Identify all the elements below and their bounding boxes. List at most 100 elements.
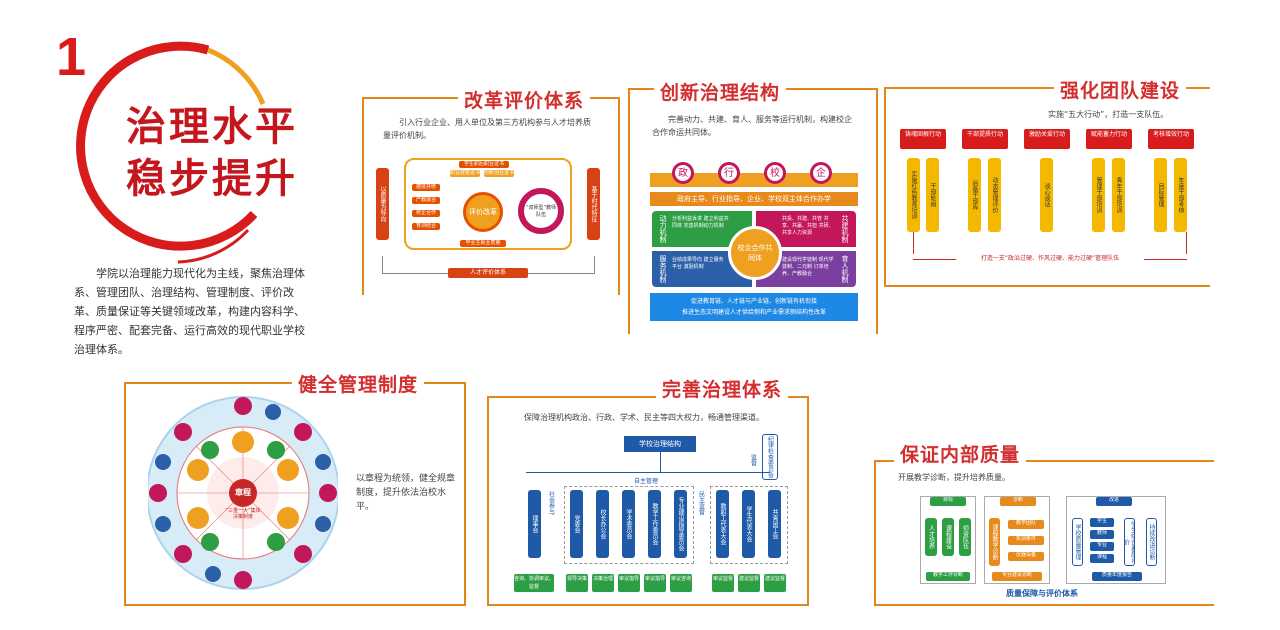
quality-col3-right: 持续改进诊断	[1146, 518, 1157, 566]
hero-title-line1: 治理水平	[126, 104, 298, 150]
quality-col1-box	[920, 496, 976, 584]
structure-q-br-title: 育人机制	[841, 255, 849, 283]
team-action-2: 干部提质行动	[962, 129, 1008, 149]
structure-q-bl-title: 服务机制	[659, 255, 667, 283]
structure-q-bl-text: 业绩成果导向 建立服务平台 激励机制	[672, 257, 724, 270]
system-inner: “三重一大”集体决策制度	[225, 508, 261, 520]
governance-side-box: 纪律检查委员会	[762, 434, 778, 480]
quality-col3-title: 改进	[1096, 497, 1132, 506]
team-action-4: 赋能蓄力行动	[1086, 129, 1132, 149]
system-frame-bottom	[124, 604, 466, 606]
quality-col1-item-2: 课程建设	[942, 518, 954, 556]
gov-col-3: 校长办公会	[596, 490, 609, 558]
hero-number: 1	[56, 27, 87, 87]
structure-desc: 完善动力、共建、育人、服务等运行机制，构建校企合作命运共同体。	[652, 115, 852, 137]
governance-democratic: 民主监督	[697, 491, 705, 515]
structure-circle-ent: 企	[810, 162, 832, 184]
reform-left-bar: 以质量为导向	[376, 168, 389, 240]
reform-title: 改革评价体系	[458, 86, 591, 113]
team-title: 强化团队建设	[1054, 76, 1187, 103]
structure-footer-line2: 推进生态文明建设人才供给侧和产业需求侧结构性改革	[681, 309, 826, 316]
gov-col-6: 专业建设指导委员会	[674, 490, 687, 558]
reform-arrow-l	[382, 256, 383, 274]
gov-col-5: 教学工作委员会	[648, 490, 661, 558]
gov-col-8: 学生代表大会	[742, 490, 755, 558]
structure-title: 创新治理结构	[654, 78, 787, 105]
reform-arrow-b	[382, 273, 448, 274]
reform-inner-frame	[404, 158, 572, 250]
team-bar-4: 动态管理评价	[988, 158, 1001, 232]
governance-desc: 保障治理机构政治、行政、学术、民主等四大权力，畅通管理渠道。	[524, 413, 764, 422]
gov-h-line	[526, 472, 770, 473]
quality-col2-left: 课程教学诊断	[989, 518, 1000, 566]
quality-col3-item-1: 学生	[1090, 518, 1114, 527]
reform-center-circle: 评价改革	[463, 192, 503, 232]
quality-frame-bottom	[874, 604, 1214, 606]
team-line-2	[1186, 232, 1187, 254]
quality-col3-mid: 学生综合素质评价	[1124, 518, 1135, 566]
team-line-1	[913, 232, 914, 254]
team-action-3: 激励关爱行动	[1024, 129, 1070, 149]
quality-col2-title: 诊断	[1000, 497, 1036, 506]
quality-col1-foot: 教学工作诊断	[926, 572, 970, 581]
structure-circle-sch: 校	[764, 162, 786, 184]
reform-left-tag-3: 校企合作	[412, 210, 440, 217]
reform-tag-1: 职业技能证书	[450, 170, 480, 177]
quality-col2-item-1: 教学团队	[1008, 520, 1044, 529]
team-bar-6: 管理干部培训	[1092, 158, 1105, 232]
hero-paragraph: 学院以治理能力现代化为主线，聚焦治理体系、管理团队、治理结构、管理制度、评价改革…	[74, 267, 305, 356]
structure-footer-line1: 促进教育链、人才链与产业链、创新链有机衔接	[690, 298, 817, 305]
gov-v-line	[660, 452, 661, 472]
reform-desc: 引入行业企业、用人单位及第三方机构参与人才培养质量评价机制。	[383, 118, 591, 140]
structure-circle-gov: 政	[672, 162, 694, 184]
quality-col2-box	[984, 496, 1050, 584]
reform-arrow-r	[594, 256, 595, 274]
reform-right-bar: 基于时代特征	[587, 168, 600, 240]
gov-result-7: 审议监督	[712, 574, 734, 592]
team-frame	[884, 87, 1210, 287]
team-action-5: 考核增效行动	[1148, 129, 1194, 149]
structure-banner: 政府主导、行业指导、企业、学校双主体合作办学	[650, 192, 858, 206]
quality-frame	[874, 460, 1214, 606]
gov-result-9: 建议监督	[764, 574, 786, 592]
quality-col3-item-2: 教师	[1090, 530, 1114, 539]
governance-social: 社会参与	[547, 491, 555, 515]
system-desc: 以章程为统领，健全规章制度，提升依法治校水平。	[356, 474, 456, 512]
team-bar-9: 年度干部考核	[1174, 158, 1187, 232]
hero-title-line2: 稳步提升	[126, 156, 298, 202]
reform-left-tag-1: 德技并修	[412, 184, 440, 191]
gov-col-9: 共青团工会	[768, 490, 781, 558]
system-title: 健全管理制度	[292, 370, 425, 397]
quality-col2-item-2: 实训条件	[1008, 536, 1044, 545]
gov-result-4: 审议指导	[618, 574, 640, 592]
governance-frame-bottom	[487, 604, 809, 606]
gov-result-1: 咨询、协调审议、监督	[514, 574, 554, 592]
structure-circle-ind: 行	[718, 162, 740, 184]
team-bar-1: 实施红色教育培训	[907, 158, 920, 232]
governance-top: 学校治理结构	[624, 436, 696, 452]
reform-top-tag: 学生职后职业证书	[459, 161, 509, 168]
team-action-1: 铸魂固根行动	[900, 129, 946, 149]
governance-frame	[487, 396, 809, 606]
governance-self-manage: 自主管理	[634, 478, 659, 485]
structure-q-br-text: 建设现代学徒制 现代学徒制、二元制 订单培养、产教融合	[782, 257, 834, 277]
structure-q-tr-text: 共投、共建、共管 共享、共赢、共担 共研、共享人力资源	[782, 216, 834, 236]
quality-col3-item-3: 专业	[1090, 542, 1114, 551]
quality-col1-title: 目标	[930, 497, 966, 506]
structure-q-tr-title: 共建机制	[841, 215, 849, 243]
gov-result-6: 审议咨询	[670, 574, 692, 592]
quality-col1-item-3: 师资队伍	[959, 518, 971, 556]
structure-circles-bg	[650, 173, 858, 187]
team-footer: 打造一支“政治过硬、作风过硬、能力过硬”管理队伍	[956, 253, 1144, 265]
reform-bottom-label: 人才评价体系	[448, 268, 528, 278]
gov-col-2: 党委会	[570, 490, 583, 558]
gov-dash-1	[564, 486, 694, 564]
governance-supervise: 监督	[749, 454, 757, 466]
team-bar-2: 干部轮岗	[926, 158, 939, 232]
quality-col3-item-4: 课程	[1090, 554, 1114, 563]
gov-col-7: 教职工代表大会	[716, 490, 729, 558]
quality-desc: 开展教学诊断，提升培养质量。	[898, 473, 1010, 482]
quality-col2-foot: 专业建设诊断	[992, 572, 1042, 581]
quality-col3-foot: 质量年度报告	[1092, 572, 1142, 581]
gov-result-3: 决策治理	[592, 574, 614, 592]
